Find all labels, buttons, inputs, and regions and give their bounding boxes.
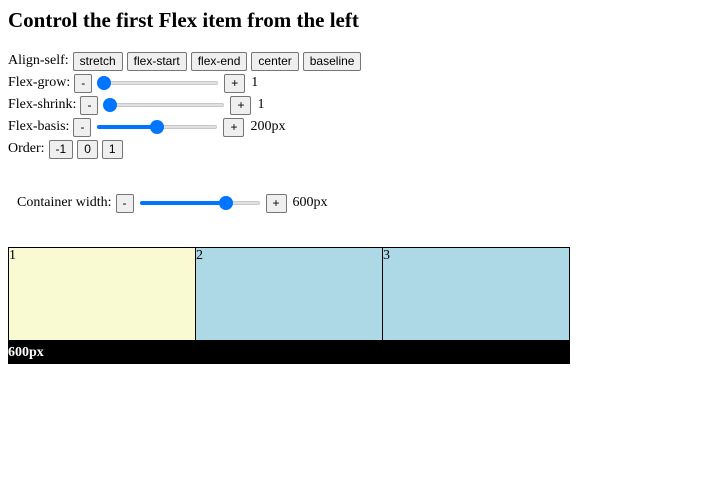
flex-basis-decrement-button[interactable]: - [73,117,92,137]
flex-item-3: 3 [382,247,570,341]
align-self-stretch-button[interactable]: stretch [72,51,123,71]
flex-shrink-label: Flex-shrink: [8,97,77,112]
container-width-slider[interactable] [139,195,260,211]
order-row: Order: -1 0 1 [8,138,127,160]
flex-basis-slider-thumb[interactable] [150,120,165,134]
align-self-row: Align-self: stretch flex-start flex-end … [8,50,365,72]
container-width-bar: 600px [8,341,570,364]
order-zero-button[interactable]: 0 [77,139,98,159]
flex-shrink-slider-thumb[interactable] [103,98,118,112]
container-width-decrement-button[interactable]: - [115,193,134,213]
flex-shrink-slider[interactable] [103,97,225,113]
flex-basis-value: 200px [250,119,286,134]
flex-container: 1 2 3 [8,247,570,341]
flex-grow-row: Flex-grow: - + 1 [8,72,258,94]
flex-grow-label: Flex-grow: [8,75,71,90]
flex-grow-decrement-button[interactable]: - [74,73,93,93]
flex-item-1: 1 [8,247,196,341]
align-self-center-button[interactable]: center [251,51,299,71]
page-title: Control the first Flex item from the lef… [8,8,359,32]
align-self-flex-end-button[interactable]: flex-end [190,51,248,71]
flex-basis-label: Flex-basis: [8,119,70,134]
flex-grow-increment-button[interactable]: + [224,73,246,93]
align-self-baseline-button[interactable]: baseline [302,51,362,71]
flex-grow-slider-thumb[interactable] [97,76,112,90]
flex-basis-increment-button[interactable]: + [223,117,245,137]
flex-grow-value: 1 [251,75,259,90]
flex-shrink-increment-button[interactable]: + [230,95,252,115]
order-minus-one-button[interactable]: -1 [48,139,74,159]
flex-item-2: 2 [195,247,383,341]
flex-shrink-value: 1 [257,97,265,112]
align-self-flex-start-button[interactable]: flex-start [126,51,187,71]
flex-grow-slider[interactable] [97,75,219,91]
container-width-label: Container width: [17,195,112,210]
align-self-label: Align-self: [8,53,69,68]
order-label: Order: [8,141,45,156]
flex-basis-row: Flex-basis: - + 200px [8,116,285,138]
container-width-increment-button[interactable]: + [265,193,287,213]
flex-shrink-row: Flex-shrink: - + 1 [8,94,264,116]
order-one-button[interactable]: 1 [101,139,123,159]
flex-shrink-decrement-button[interactable]: - [80,95,99,115]
container-width-value: 600px [292,195,328,210]
container-width-row: Container width: - + 600px [17,192,328,214]
container-width-slider-thumb[interactable] [218,196,233,210]
flex-basis-slider[interactable] [97,119,218,135]
